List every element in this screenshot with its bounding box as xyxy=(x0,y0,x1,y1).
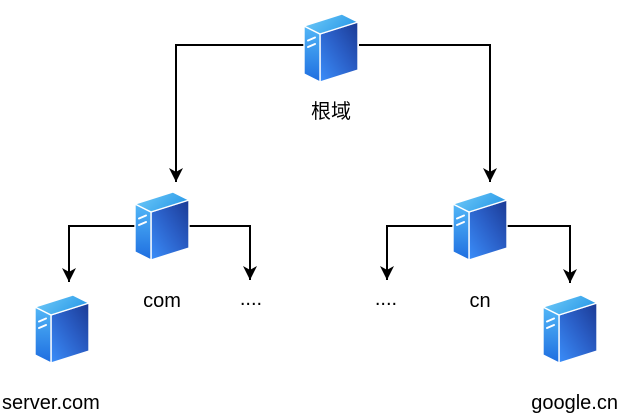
edge-com-to-server-com xyxy=(62,225,135,282)
google-cn-label: google.cn xyxy=(531,392,618,414)
edge-cn-to-others xyxy=(380,225,453,280)
edge-root-to-cn xyxy=(359,44,497,182)
server-com-server-icon xyxy=(34,287,90,371)
cn-label: cn xyxy=(469,290,491,312)
com-tld-server-icon xyxy=(134,184,190,268)
cn-tld-server-icon xyxy=(452,184,508,268)
server-com-label: server.com xyxy=(2,392,100,414)
cn-others-ellipsis-label: .... xyxy=(374,288,398,310)
com-others-ellipsis-label: .... xyxy=(239,288,263,310)
edge-com-to-others xyxy=(189,225,257,280)
edge-cn-to-google-cn xyxy=(507,225,577,283)
root-dns-server-icon xyxy=(303,6,359,90)
com-label: com xyxy=(143,290,181,312)
root-domain-label: 根域 xyxy=(311,101,351,123)
edge-root-to-com xyxy=(169,44,304,182)
google-cn-server-icon xyxy=(542,287,598,371)
